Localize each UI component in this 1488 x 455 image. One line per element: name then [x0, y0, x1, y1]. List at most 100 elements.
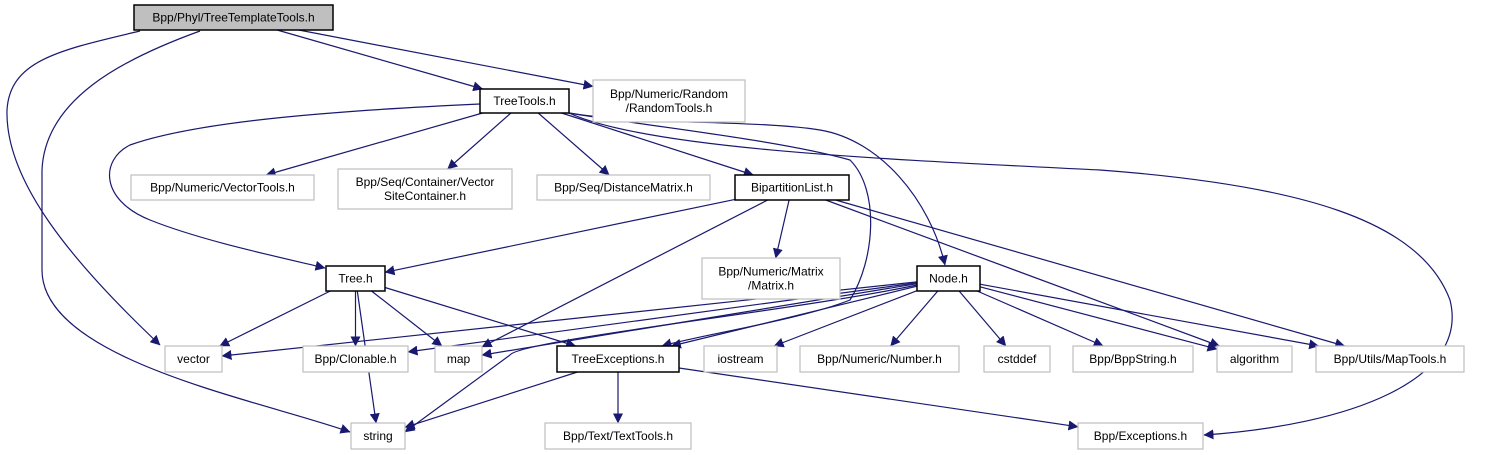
node-box [592, 79, 746, 123]
edge-treetools-to-vectortools [265, 112, 483, 178]
node-box [434, 345, 483, 373]
node-label: Bpp/BppString.h [1089, 352, 1176, 366]
node-box [130, 174, 315, 201]
node-box[interactable] [133, 4, 334, 31]
node-box [703, 345, 778, 373]
edge-node-to-algorithm [979, 286, 1218, 352]
node-number: Bpp/Numeric/Number.h [799, 345, 960, 373]
node-distmatrix: Bpp/Seq/DistanceMatrix.h [536, 174, 711, 201]
edge-node-to-cstddef [958, 290, 1007, 347]
node-box [1077, 422, 1204, 450]
edge-node-to-clonable [407, 282, 918, 356]
edge-treeexc-to-string [404, 371, 578, 430]
edge-biplist-to-matrix [772, 199, 790, 259]
node-label: TreeTools.h [493, 94, 555, 108]
node-vectortools: Bpp/Numeric/VectorTools.h [130, 174, 315, 201]
node-box[interactable] [556, 345, 680, 373]
node-box [983, 345, 1051, 373]
node-box [1315, 345, 1465, 373]
node-box [350, 422, 406, 450]
node-box [536, 174, 711, 201]
node-root[interactable]: Bpp/Phyl/TreeTemplateTools.h [133, 4, 334, 31]
edge-root-to-randomtools [298, 29, 594, 90]
edge-tree-to-vector [219, 290, 331, 347]
node-label: map [447, 352, 471, 366]
edge-treetools-to-tree [108, 103, 481, 271]
edge-root-to-string [41, 30, 351, 434]
node-label: /RandomTools.h [626, 101, 713, 115]
node-matrix: Bpp/Numeric/Matrix/Matrix.h [701, 257, 841, 300]
edge-tree-to-treeexc [384, 286, 577, 348]
node-randomtools: Bpp/Numeric/Random/RandomTools.h [592, 79, 746, 123]
node-label: Bpp/Clonable.h [314, 352, 396, 366]
node-node[interactable]: Node.h [916, 265, 981, 292]
node-algorithm: algorithm [1216, 345, 1293, 373]
edge-node-to-maptools [979, 283, 1320, 350]
node-tree[interactable]: Tree.h [325, 265, 386, 292]
edge-biplist-to-tree [384, 198, 736, 276]
node-box[interactable] [325, 265, 386, 292]
node-label: Bpp/Seq/DistanceMatrix.h [554, 181, 693, 195]
node-label: algorithm [1230, 352, 1279, 366]
node-box [701, 257, 841, 300]
edge-treetools-to-treeexc [568, 112, 872, 349]
edge-treetools-to-distmatrix [537, 112, 610, 176]
node-label: cstddef [998, 352, 1037, 366]
node-label: Bpp/Numeric/Matrix [718, 265, 823, 279]
edge-node-to-treeexc [670, 285, 918, 349]
edge-biplist-to-algorithm [825, 199, 1220, 348]
node-label: Bpp/Seq/Container/Vector [356, 175, 495, 189]
node-string: string [350, 422, 406, 450]
node-label: Bpp/Utils/MapTools.h [1334, 352, 1447, 366]
edge-root-to-vector [6, 30, 161, 346]
edge-node-to-bppstring [976, 290, 1104, 347]
node-cstddef: cstddef [983, 345, 1051, 373]
node-box [164, 345, 223, 373]
node-biplist[interactable]: BipartitionList.h [734, 174, 850, 201]
node-label: TreeExceptions.h [572, 352, 665, 366]
edge-treetools-to-vsc [447, 112, 512, 170]
node-iostream: iostream [703, 345, 778, 373]
node-map: map [434, 345, 483, 373]
node-treeexc[interactable]: TreeExceptions.h [556, 345, 680, 373]
node-clonable: Bpp/Clonable.h [302, 345, 409, 373]
node-label: Bpp/Numeric/Number.h [817, 352, 942, 366]
node-box [544, 422, 692, 450]
edges-layer [6, 29, 1453, 440]
node-vector: vector [164, 345, 223, 373]
node-label: string [363, 429, 392, 443]
edge-biplist-to-map [481, 199, 768, 348]
node-label: Tree.h [338, 272, 372, 286]
node-label: Bpp/Phyl/TreeTemplateTools.h [152, 11, 314, 25]
edge-tree-to-map [371, 290, 443, 347]
node-label: vector [177, 352, 210, 366]
node-box[interactable] [734, 174, 850, 201]
node-label: Node.h [929, 272, 968, 286]
node-box[interactable] [479, 88, 570, 114]
node-texttools: Bpp/Text/TextTools.h [544, 422, 692, 450]
node-maptools: Bpp/Utils/MapTools.h [1315, 345, 1465, 373]
edge-node-to-iostream [773, 290, 918, 348]
node-exceptions: Bpp/Exceptions.h [1077, 422, 1204, 450]
edge-node-to-string [404, 284, 918, 433]
node-label: /Matrix.h [748, 279, 794, 293]
node-bppstring: Bpp/BppString.h [1072, 345, 1194, 373]
edge-node-to-number [890, 290, 939, 347]
node-label: Bpp/Numeric/Random [610, 87, 728, 101]
node-label: Bpp/Numeric/VectorTools.h [150, 181, 295, 195]
node-box [799, 345, 960, 373]
edge-root-to-treetools [276, 29, 484, 92]
edge-treeexc-to-exceptions [678, 367, 1079, 431]
edge-treetools-to-exceptions [568, 112, 1453, 440]
node-label: iostream [717, 352, 763, 366]
node-box [302, 345, 409, 373]
edge-treetools-to-biplist [561, 112, 754, 177]
node-box[interactable] [916, 265, 981, 292]
node-treetools[interactable]: TreeTools.h [479, 88, 570, 114]
node-label: BipartitionList.h [751, 181, 833, 195]
node-label: SiteContainer.h [384, 189, 466, 203]
node-label: Bpp/Exceptions.h [1094, 429, 1187, 443]
